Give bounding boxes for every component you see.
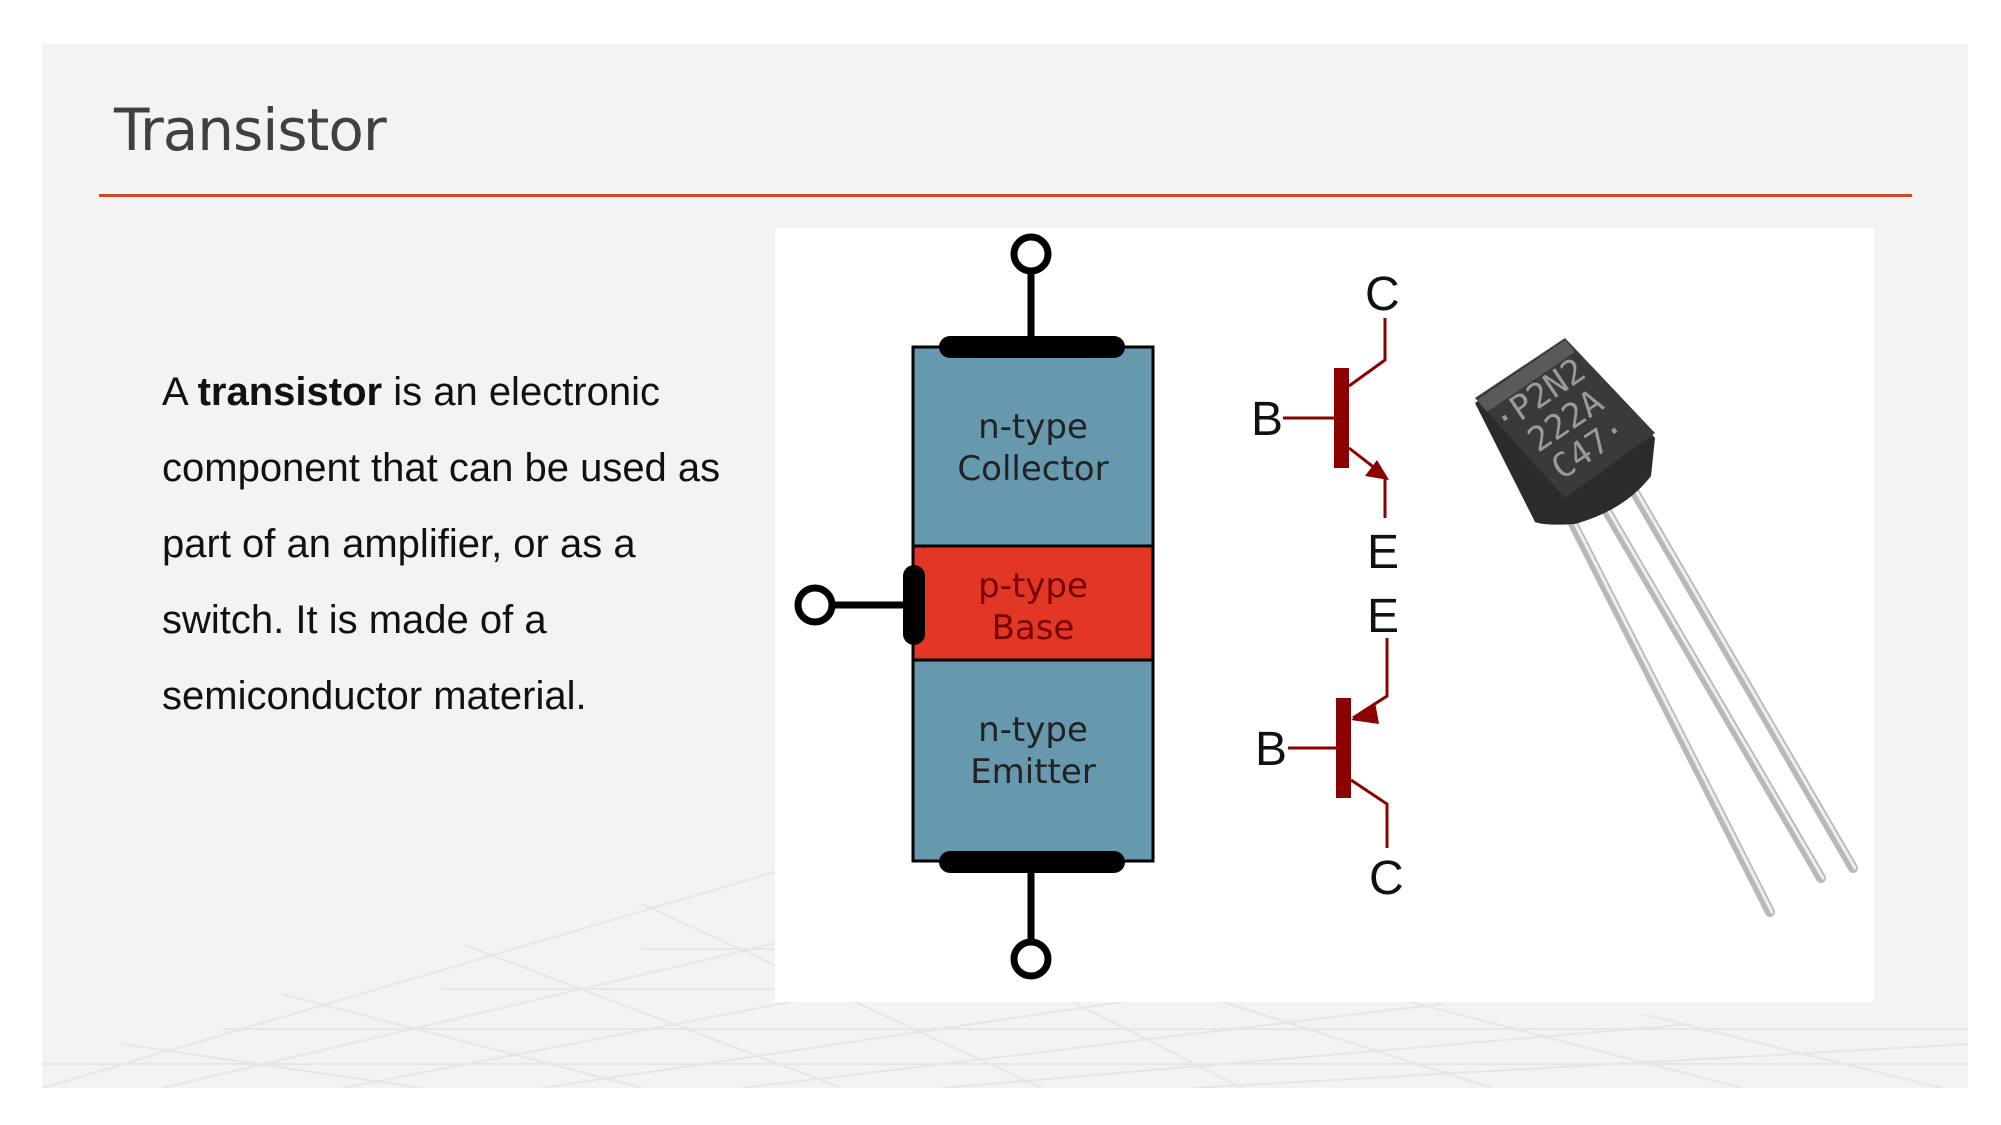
emitter-line2: Emitter (970, 752, 1096, 792)
npn-symbol: C B E (1251, 268, 1400, 579)
collector-line1: n-type (978, 407, 1088, 447)
title-underline (99, 194, 1912, 197)
pnp-base-bar (1336, 698, 1351, 798)
emitter-terminal-icon (1010, 938, 1052, 980)
pnp-label-e: E (1367, 590, 1399, 643)
npn-label-b: B (1251, 393, 1283, 446)
npn-label-c: C (1365, 268, 1400, 321)
emitter-line1: n-type (978, 710, 1088, 750)
pnp-label-c: C (1369, 852, 1404, 905)
slide-title: Transistor (114, 96, 387, 164)
body-prefix: A (162, 370, 198, 414)
lead-left (1554, 491, 1775, 917)
base-line2: Base (992, 608, 1075, 648)
transistor-figure: n-type Collector p-type Base n-type Emit… (775, 228, 1874, 1002)
layer-diagram: n-type Collector p-type Base n-type Emit… (794, 233, 1155, 980)
npn-label-e: E (1367, 526, 1399, 579)
npn-emitter-arrow-icon (1365, 460, 1389, 480)
collector-line2: Collector (957, 449, 1108, 489)
pnp-symbol: E B C (1255, 590, 1404, 905)
emitter-layer (911, 658, 1155, 863)
base-layer (911, 544, 1155, 662)
base-line1: p-type (978, 566, 1088, 606)
lead-right (1618, 467, 1858, 873)
lead-middle (1586, 479, 1826, 883)
body-bold-term: transistor (197, 370, 383, 414)
collector-contact (939, 336, 1125, 358)
emitter-contact (939, 851, 1125, 873)
transistor-diagram: n-type Collector p-type Base n-type Emit… (794, 233, 1858, 980)
pnp-emitter-arrow-icon (1351, 702, 1379, 724)
npn-base-bar (1334, 368, 1349, 468)
collector-terminal-icon (1010, 233, 1052, 275)
collector-layer (911, 345, 1155, 548)
slide: Transistor A transistor is an electronic… (42, 44, 1968, 1088)
base-contact (903, 565, 925, 645)
base-terminal-icon (794, 584, 836, 626)
body-paragraph: A transistor is an electronic component … (162, 354, 762, 734)
to92-package-illustration: ·P2N2 222A C47· (1475, 338, 1858, 917)
pnp-label-b: B (1255, 723, 1287, 776)
body-rest: is an electronic component that can be u… (162, 370, 721, 718)
